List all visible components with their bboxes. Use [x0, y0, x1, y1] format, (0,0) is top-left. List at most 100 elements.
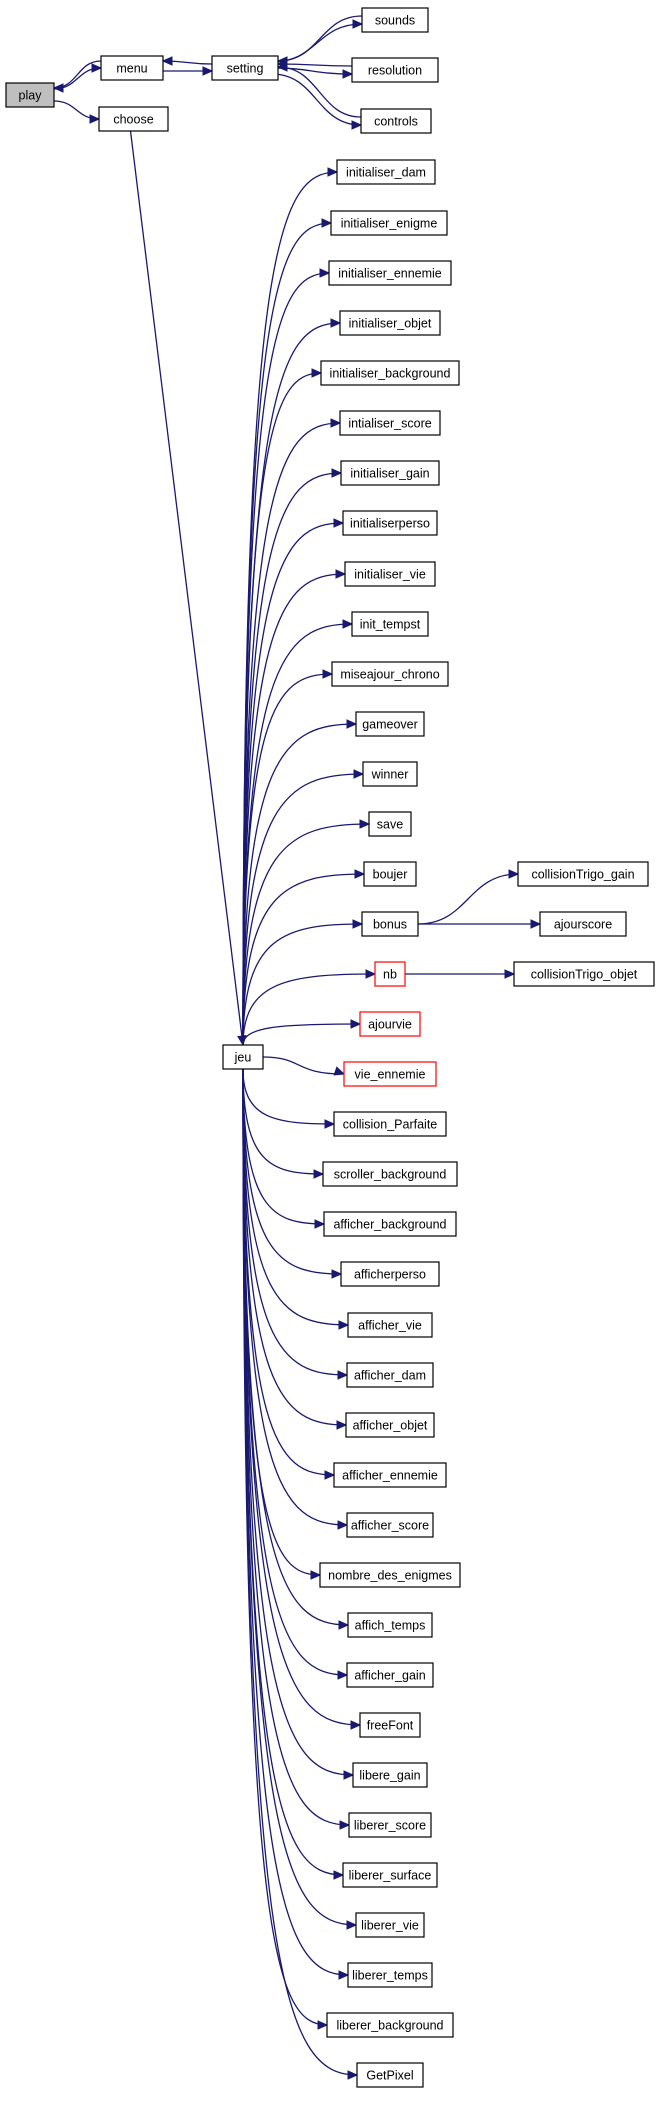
node-afficher_score[interactable]: afficher_score	[346, 1512, 434, 1538]
node-liberer_score[interactable]: liberer_score	[348, 1812, 432, 1838]
node-box	[355, 711, 425, 737]
edge-jeu-to-afficher_gain-arrowhead	[337, 1670, 349, 1680]
node-liberer_temps[interactable]: liberer_temps	[347, 1962, 433, 1988]
node-GetPixel[interactable]: GetPixel	[356, 2062, 424, 2088]
edge-jeu-to-GetPixel-arrowhead	[347, 2070, 359, 2080]
node-afficher_dam[interactable]: afficher_dam	[346, 1362, 434, 1388]
node-box	[348, 1812, 432, 1838]
node-liberer_background[interactable]: liberer_background	[326, 2012, 454, 2038]
node-label: collisionTrigo_objet	[531, 968, 638, 982]
node-miseajour_chrono[interactable]: miseajour_chrono	[331, 661, 449, 687]
node-initialiser_enigme[interactable]: initialiser_enigme	[330, 210, 448, 236]
node-afficher_ennemie[interactable]: afficher_ennemie	[333, 1462, 447, 1488]
node-initialiser_vie[interactable]: initialiser_vie	[344, 561, 436, 587]
node-nb[interactable]: nb	[374, 961, 406, 987]
node-init_tempst[interactable]: init_tempst	[351, 611, 429, 637]
node-box	[347, 1312, 433, 1338]
node-afficher_background[interactable]: afficher_background	[323, 1211, 457, 1237]
node-box	[347, 1612, 433, 1638]
edge-jeu-to-afficher_dam-arrowhead	[337, 1370, 349, 1380]
node-box	[319, 1562, 461, 1588]
node-liberer_vie[interactable]: liberer_vie	[355, 1912, 425, 1938]
edge-jeu-to-afficher_ennemie	[242, 1068, 335, 1476]
node-label: gameover	[362, 718, 418, 732]
edge-jeu-to-collision_Parfaite	[242, 1068, 335, 1125]
edge-jeu-to-intialiser_score-arrowhead	[330, 418, 342, 428]
edge-jeu-to-afficher_background-arrowhead	[314, 1219, 326, 1229]
node-setting[interactable]: setting	[211, 55, 279, 81]
node-controls[interactable]: controls	[360, 108, 432, 134]
edge-setting-to-sounds	[271, 23, 363, 63]
edge-jeu-to-libere_gain-arrowhead	[343, 1770, 355, 1780]
node-affich_temps[interactable]: affich_temps	[347, 1612, 433, 1638]
node-menu[interactable]: menu	[100, 55, 164, 81]
node-box	[339, 310, 441, 336]
node-bonus[interactable]: bonus	[361, 911, 419, 937]
node-box	[333, 1462, 447, 1488]
node-initialiser_ennemie[interactable]: initialiser_ennemie	[328, 260, 452, 286]
node-label: setting	[227, 62, 264, 76]
node-jeu[interactable]: jeu	[222, 1044, 264, 1070]
edge-setting-to-controls-arrowhead	[351, 120, 363, 130]
node-freeFont[interactable]: freeFont	[359, 1712, 421, 1738]
node-label: sounds	[375, 14, 415, 28]
node-label: nombre_des_enigmes	[328, 1569, 452, 1583]
node-label: controls	[374, 115, 418, 129]
node-box	[336, 159, 436, 185]
node-initialiser_objet[interactable]: initialiser_objet	[339, 310, 441, 336]
node-box	[517, 861, 649, 887]
edge-jeu-to-initialiser_ennemie-arrowhead	[319, 268, 331, 278]
edge-jeu-to-nombre_des_enigmes-arrowhead	[310, 1570, 322, 1580]
edge-jeu-to-affich_temps-arrowhead	[338, 1620, 350, 1630]
node-initialiser_gain[interactable]: initialiser_gain	[340, 460, 440, 486]
node-ajourvie[interactable]: ajourvie	[359, 1011, 421, 1037]
node-vie_ennemie[interactable]: vie_ennemie	[343, 1061, 437, 1087]
edge-jeu-to-scroller_background-arrowhead	[313, 1169, 325, 1179]
node-initialiser_dam[interactable]: initialiser_dam	[336, 159, 436, 185]
edge-play-to-menu-arrowhead	[91, 63, 103, 73]
node-collision_Parfaite[interactable]: collision_Parfaite	[333, 1111, 447, 1137]
edge-jeu-to-boujer-arrowhead	[354, 869, 366, 879]
node-afficher_objet[interactable]: afficher_objet	[345, 1412, 435, 1438]
node-ajourscore[interactable]: ajourscore	[539, 911, 627, 937]
node-choose[interactable]: choose	[98, 106, 169, 132]
edge-jeu-to-bonus	[242, 923, 363, 1046]
node-initialiserperso[interactable]: initialiserperso	[342, 510, 438, 536]
node-label: jeu	[234, 1051, 252, 1065]
node-gameover[interactable]: gameover	[355, 711, 425, 737]
node-collisionTrigo_objet[interactable]: collisionTrigo_objet	[513, 961, 655, 987]
node-afficher_vie[interactable]: afficher_vie	[347, 1312, 433, 1338]
edge-setting-to-menu-arrowhead	[161, 56, 173, 66]
node-play[interactable]: play	[5, 82, 55, 108]
node-boujer[interactable]: boujer	[363, 861, 417, 887]
edge-nb-to-collisionTrigo_objet-arrowhead	[504, 969, 516, 979]
node-resolution[interactable]: resolution	[351, 57, 439, 83]
node-afficherperso[interactable]: afficherperso	[340, 1261, 440, 1287]
node-scroller_background[interactable]: scroller_background	[322, 1161, 458, 1187]
edge-jeu-to-affich_temps	[242, 1068, 349, 1626]
edge-menu-to-play-arrowhead	[52, 83, 64, 93]
node-libere_gain[interactable]: libere_gain	[352, 1762, 428, 1788]
node-winner[interactable]: winner	[362, 761, 418, 787]
edge-bonus-to-ajourscore-arrowhead	[530, 919, 542, 929]
node-initialiser_background[interactable]: initialiser_background	[320, 360, 460, 386]
edge-jeu-to-initialiser_enigme-arrowhead	[321, 218, 333, 228]
node-box	[342, 510, 438, 536]
node-label: initialiser_objet	[349, 317, 432, 331]
node-intialiser_score[interactable]: intialiser_score	[339, 410, 441, 436]
edge-jeu-to-freeFont-arrowhead	[350, 1720, 362, 1730]
node-save[interactable]: save	[368, 811, 412, 837]
node-afficher_gain[interactable]: afficher_gain	[346, 1662, 434, 1688]
edge-menu-to-setting-arrowhead	[202, 66, 214, 76]
node-liberer_surface[interactable]: liberer_surface	[342, 1862, 438, 1888]
node-box	[351, 611, 429, 637]
node-sounds[interactable]: sounds	[361, 7, 429, 33]
node-box	[359, 1712, 421, 1738]
node-label: ajourvie	[368, 1018, 412, 1032]
edge-jeu-to-initialiser_gain-arrowhead	[331, 468, 343, 478]
node-collisionTrigo_gain[interactable]: collisionTrigo_gain	[517, 861, 649, 887]
node-label: winner	[371, 768, 409, 782]
node-nombre_des_enigmes[interactable]: nombre_des_enigmes	[319, 1562, 461, 1588]
node-label: initialiser_background	[330, 367, 451, 381]
